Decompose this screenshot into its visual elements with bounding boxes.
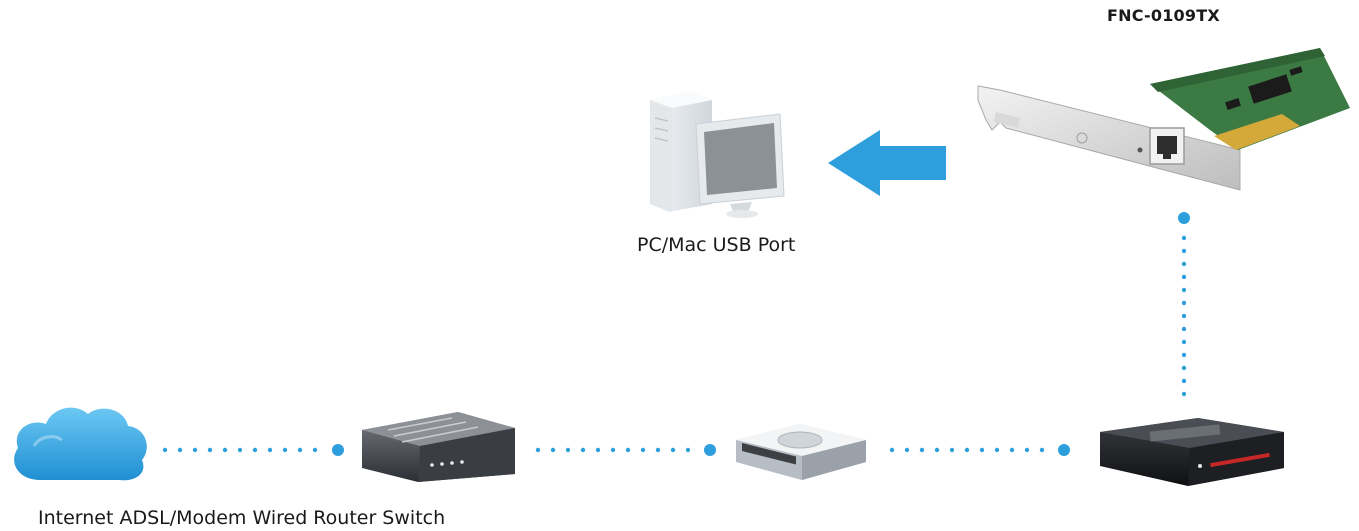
arrow-left-icon xyxy=(828,130,946,196)
connector-modem-router xyxy=(535,444,716,456)
connector-switch-card xyxy=(1178,212,1190,397)
pc-port-label: PC/Mac USB Port xyxy=(637,234,796,256)
pci-card-icon xyxy=(977,48,1350,191)
device-chain-label: Internet ADSL/Modem Wired Router Switch xyxy=(38,507,446,529)
router-icon xyxy=(736,424,866,480)
switch-icon xyxy=(1100,418,1284,486)
computer-icon xyxy=(650,92,785,218)
cloud-icon xyxy=(14,407,147,481)
connector-router-switch xyxy=(889,444,1070,456)
product-model-label: FNC-0109TX xyxy=(1107,6,1220,25)
connector-cloud-modem xyxy=(162,444,344,456)
modem-icon xyxy=(362,412,515,482)
